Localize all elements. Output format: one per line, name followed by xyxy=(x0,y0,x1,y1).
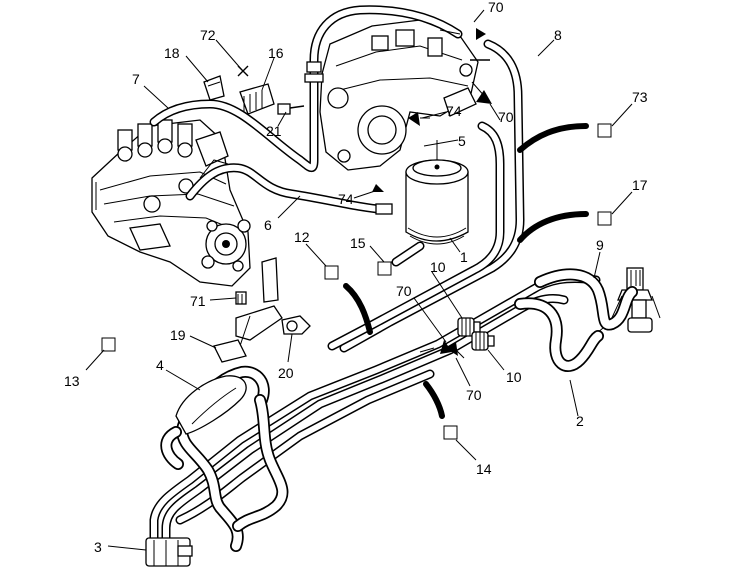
inline-filter-4 xyxy=(160,365,289,552)
wire-12-14 xyxy=(343,283,445,419)
bracket-16 xyxy=(239,83,275,115)
fuel-filter xyxy=(405,140,469,245)
bracket-assembly xyxy=(213,257,311,363)
callout-14: 14 xyxy=(476,461,492,477)
callout-72: 72 xyxy=(200,27,216,43)
bolt-21 xyxy=(277,103,305,115)
callout-9: 9 xyxy=(596,237,604,253)
callout-71: 71 xyxy=(190,293,206,309)
callout-16: 16 xyxy=(268,45,284,61)
callout-10-upper: 10 xyxy=(430,259,446,275)
ref-box-14 xyxy=(443,425,458,440)
callout-74-lower: 74 xyxy=(338,191,354,207)
callout-70-top: 70 xyxy=(488,0,504,15)
ref-box-15 xyxy=(377,261,392,276)
hose-9 xyxy=(534,268,638,331)
callout-8: 8 xyxy=(554,27,562,43)
ref-box-17 xyxy=(597,211,612,226)
fuel-line-8 xyxy=(327,39,525,353)
fuel-line-6 xyxy=(185,163,393,215)
ref-box-13 xyxy=(101,337,116,352)
callout-18: 18 xyxy=(164,45,180,61)
filter-outlet-line xyxy=(391,241,425,267)
callout-21: 21 xyxy=(266,123,282,139)
callout-12: 12 xyxy=(294,229,310,245)
callout-1: 1 xyxy=(460,249,468,265)
callout-19: 19 xyxy=(170,327,186,343)
callout-70-low: 70 xyxy=(466,387,482,403)
hose-2 xyxy=(514,297,604,372)
callout-10-lower: 10 xyxy=(506,369,522,385)
injection-pump xyxy=(91,119,251,287)
callout-73: 73 xyxy=(632,89,648,105)
callout-2: 2 xyxy=(576,413,584,429)
callout-70-right: 70 xyxy=(498,109,514,125)
arrow-markers xyxy=(372,28,492,359)
ref-box-73 xyxy=(597,123,612,138)
throttle-body-housing xyxy=(319,19,490,171)
fitting-10-lower xyxy=(471,331,495,351)
callout-7: 7 xyxy=(132,71,140,87)
callout-74-upper: 74 xyxy=(446,103,462,119)
callout-3: 3 xyxy=(94,539,102,555)
callout-labels: 70 8 72 18 16 7 21 74 70 73 5 74 17 6 12… xyxy=(64,0,648,555)
clamp-block-3 xyxy=(145,537,193,567)
callout-13: 13 xyxy=(64,373,80,389)
callout-15: 15 xyxy=(350,235,366,251)
callout-70-mid: 70 xyxy=(396,283,412,299)
callout-4: 4 xyxy=(156,357,164,373)
callout-6: 6 xyxy=(264,217,272,233)
leader-lines xyxy=(85,9,633,551)
callout-5: 5 xyxy=(458,133,466,149)
ref-box-12 xyxy=(324,265,339,280)
callout-20: 20 xyxy=(278,365,294,381)
clip-18 xyxy=(203,75,225,101)
wire-harness-17 xyxy=(517,211,589,243)
wire-harness-73 xyxy=(517,123,589,153)
callout-17: 17 xyxy=(632,177,648,193)
fuel-line-7 xyxy=(149,5,463,172)
